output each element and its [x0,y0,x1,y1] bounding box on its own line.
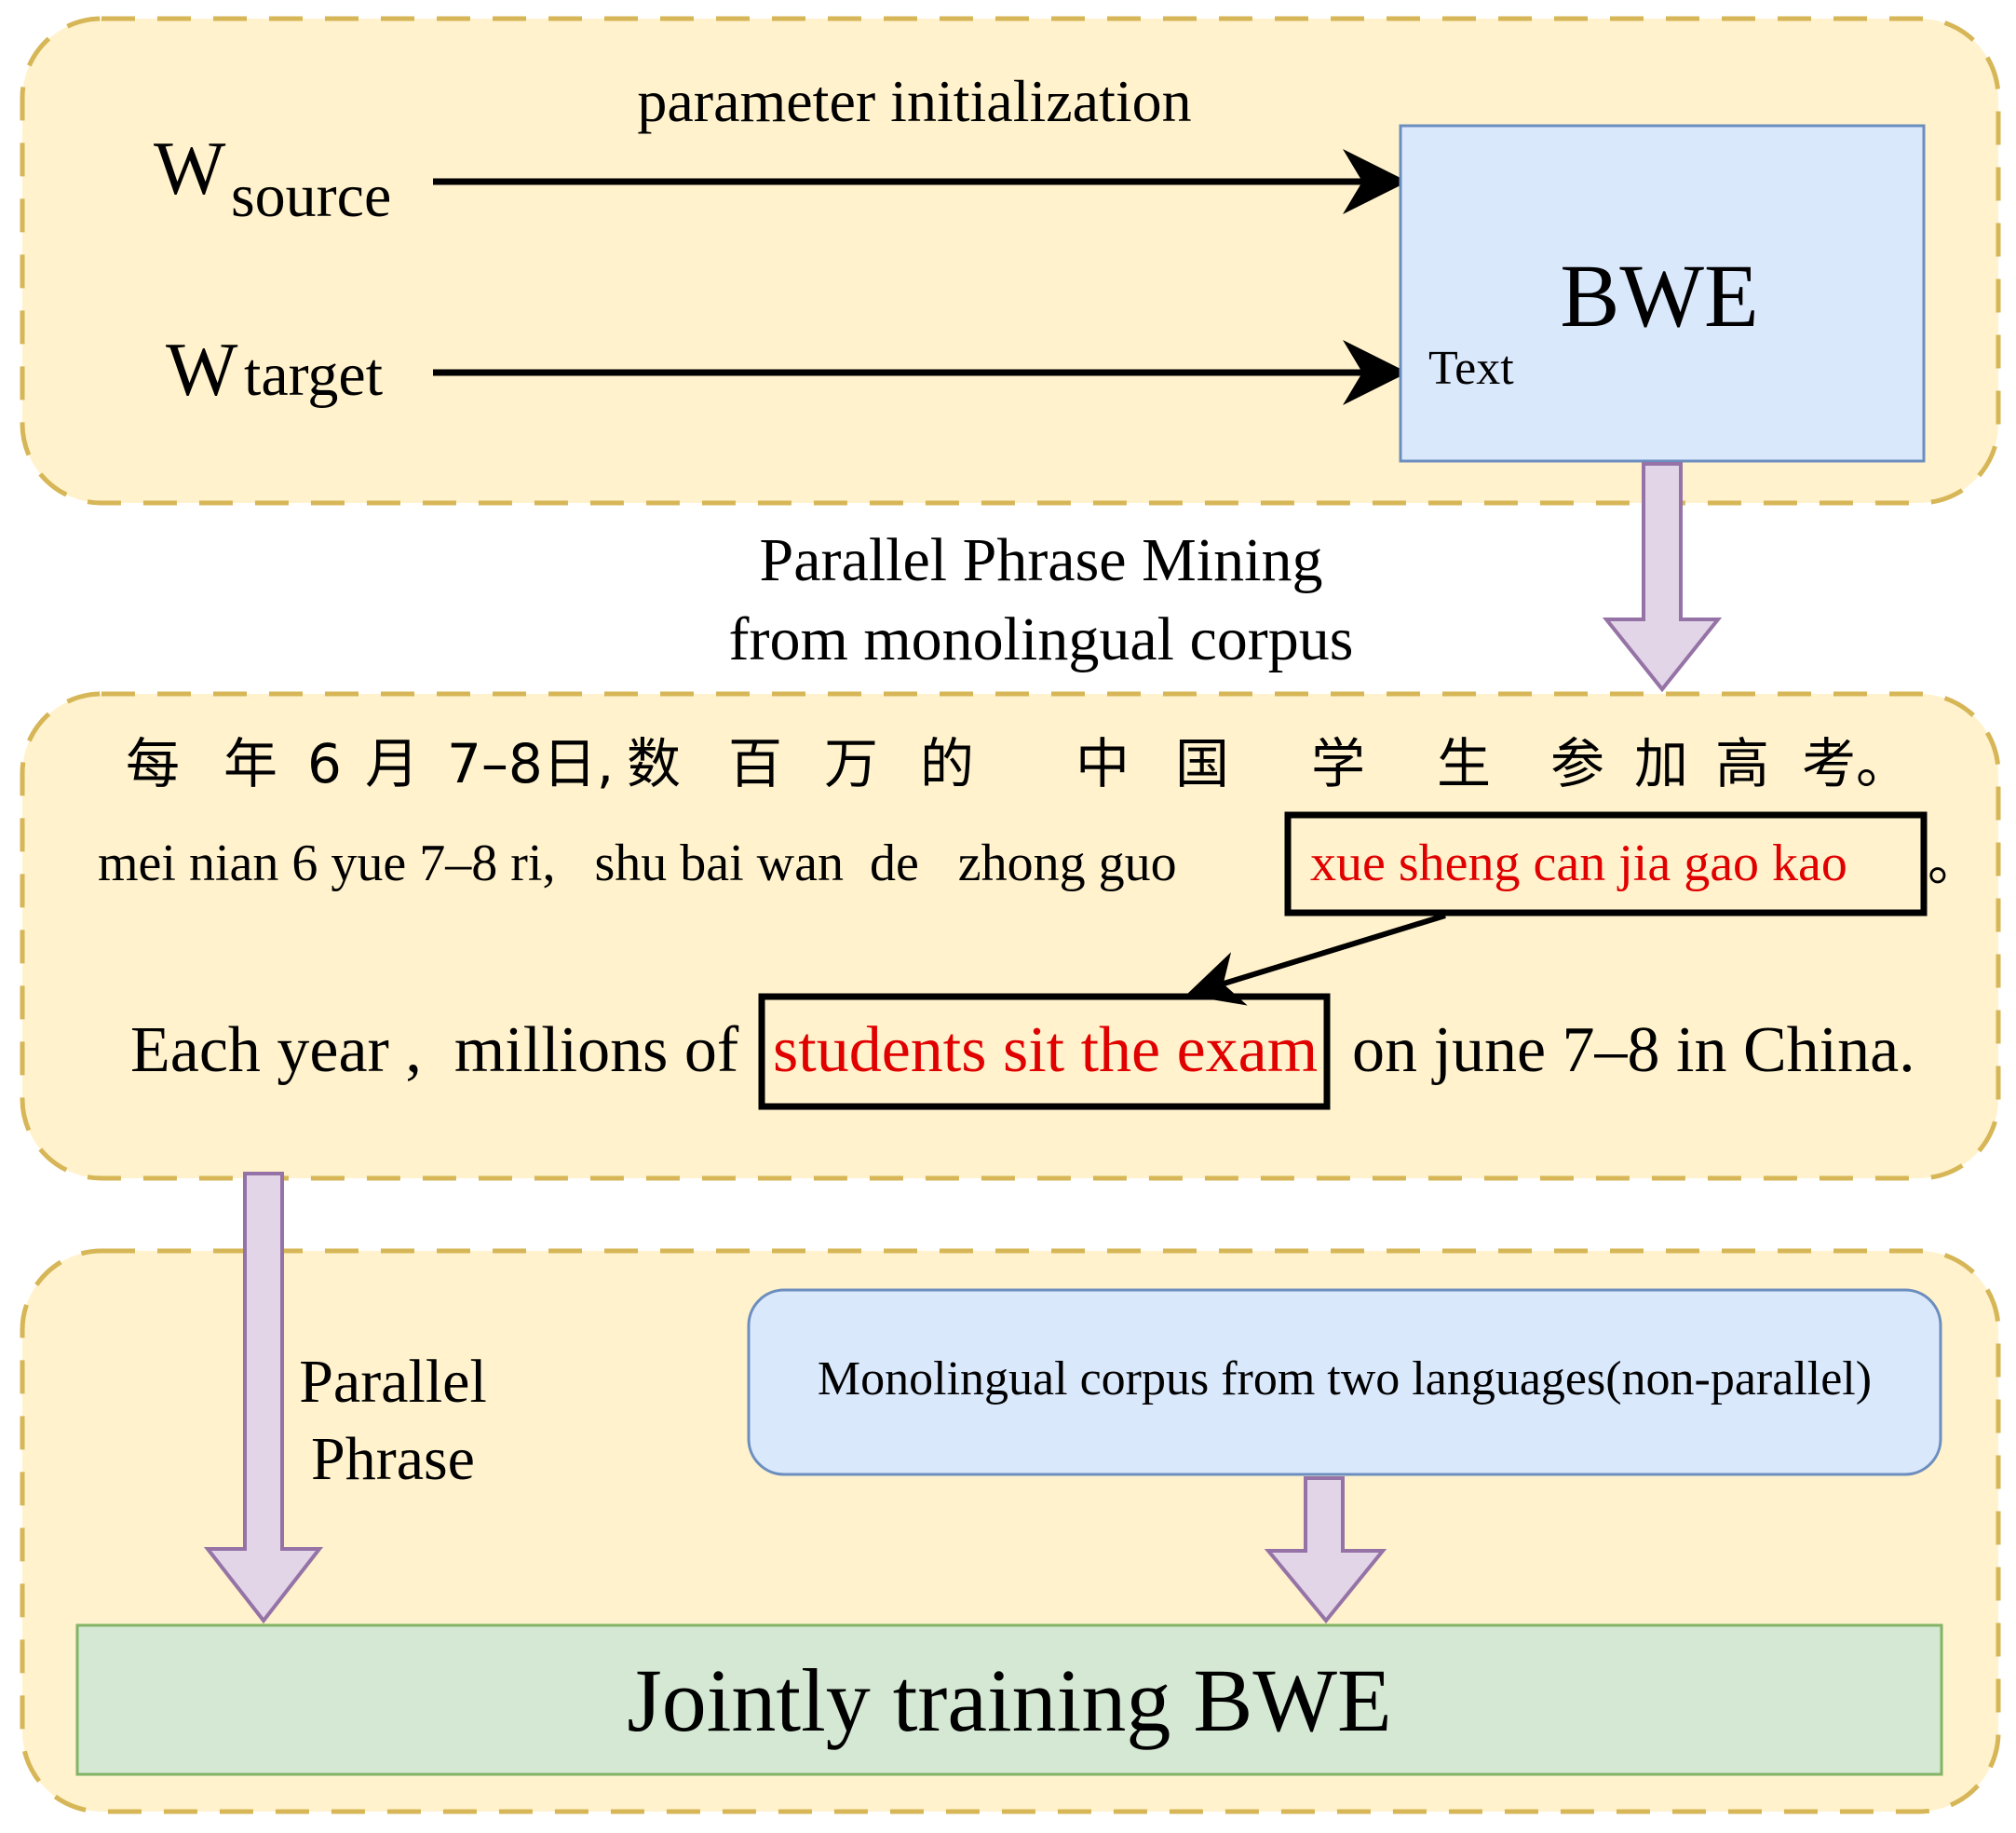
chinese-token: 高 [1715,732,1769,795]
parallel-phrase-arrow [203,1172,324,1624]
parallel-phrase-line1: Parallel [299,1348,487,1416]
english-highlight-box [758,993,1331,1110]
bwe-box-placeholder-text: Text [1428,342,1514,395]
parameter-initialization-label: parameter initialization [637,68,1191,134]
parallel-phrase-line2: Phrase [311,1425,475,1493]
pinyin-text: mei nian 6 yue 7–8 ri, shu bai wan de zh… [98,835,1177,892]
chinese-token: 参 [1550,732,1604,795]
chinese-token: 6 [307,732,342,795]
monolingual-corpus-box [747,1288,1942,1476]
english-highlight-text: students sit the exam [773,1014,1318,1086]
parallel-phrase-label: Parallel Phrase [299,1348,487,1493]
bwe-box [1399,124,1926,463]
w-target-base: W [166,327,238,412]
mining-label-line1: Parallel Phrase Mining [760,526,1323,594]
mining-label: Parallel Phrase Mining from monolingual … [729,526,1354,673]
chinese-token: 生 [1437,732,1491,795]
chinese-token: 的 [920,732,974,795]
chinese-token: 每 [126,732,180,795]
chinese-token: 国 [1175,732,1229,795]
w-source-label: W source [154,126,391,230]
chinese-token: 中 [1076,732,1130,795]
monolingual-to-joint-arrow [1264,1476,1387,1624]
mining-label-line2: from monolingual corpus [729,605,1354,673]
chinese-token: 月 [365,732,419,795]
chinese-token: 万 [824,732,878,795]
jointly-training-text: Jointly training BWE [627,1650,1391,1750]
chinese-token: 加 [1634,732,1688,795]
bwe-to-mining-arrow [1602,462,1723,693]
chinese-token: 百 [728,732,782,795]
bwe-box-title: BWE [1560,246,1758,346]
pinyin-highlight-box [1284,811,1928,916]
english-text-before: Each year , millions of [130,1014,739,1086]
w-source-base: W [154,126,226,210]
chinese-token: 年 [223,732,277,795]
pinyin-end-mark: 。 [1928,835,1980,892]
chinese-token: 学 [1311,732,1365,795]
pinyin-highlight-text: xue sheng can jia gao kao [1310,835,1847,892]
chinese-token: 考。 [1802,732,1910,795]
chinese-token: 7–8日, [447,732,614,795]
phrase-alignment-arrow [1185,913,1446,1006]
w-target-label: W target [166,327,383,412]
jointly-training-box [75,1623,1943,1776]
english-text-after: on june 7–8 in China. [1352,1014,1915,1086]
monolingual-corpus-text: Monolingual corpus from two languages(no… [818,1352,1872,1405]
w-target-subscript: target [244,341,383,409]
chinese-token: 数 [627,732,681,795]
w-source-subscript: source [231,162,391,230]
